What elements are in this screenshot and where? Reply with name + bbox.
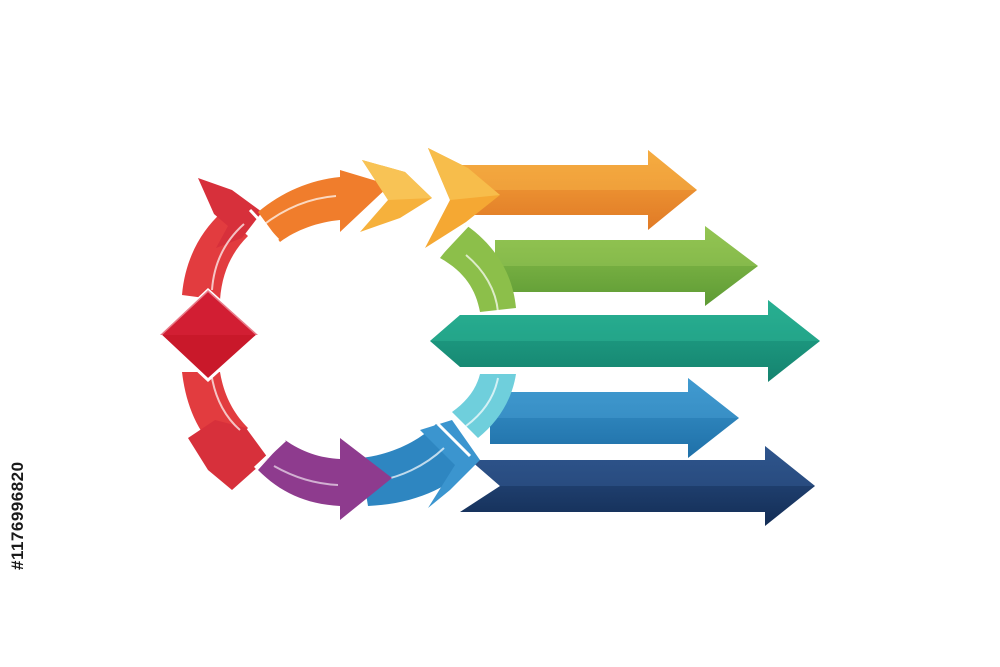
- stock-id-label: #1176996820: [8, 461, 27, 570]
- arc-purple-lower: [258, 438, 392, 520]
- arc-red-upper: [182, 178, 262, 300]
- arrow-teal-straight: [430, 300, 820, 382]
- chevron-amber-top: [360, 160, 432, 232]
- arrow-green-straight: [495, 226, 758, 306]
- arc-orange-upper: [258, 170, 390, 242]
- segment-separators: [248, 208, 518, 470]
- arc-red-lower: [182, 372, 268, 490]
- diamond-red-left: [157, 287, 261, 383]
- arc-blue-lower: [360, 420, 480, 508]
- arrow-navy-straight: [460, 446, 815, 526]
- arc-green-right: [440, 225, 516, 313]
- arrow-orange-straight: [455, 150, 697, 230]
- arrow-blue-straight: [490, 378, 739, 458]
- chevron-yellow-top: [425, 148, 500, 248]
- arc-cyan-right: [452, 374, 516, 438]
